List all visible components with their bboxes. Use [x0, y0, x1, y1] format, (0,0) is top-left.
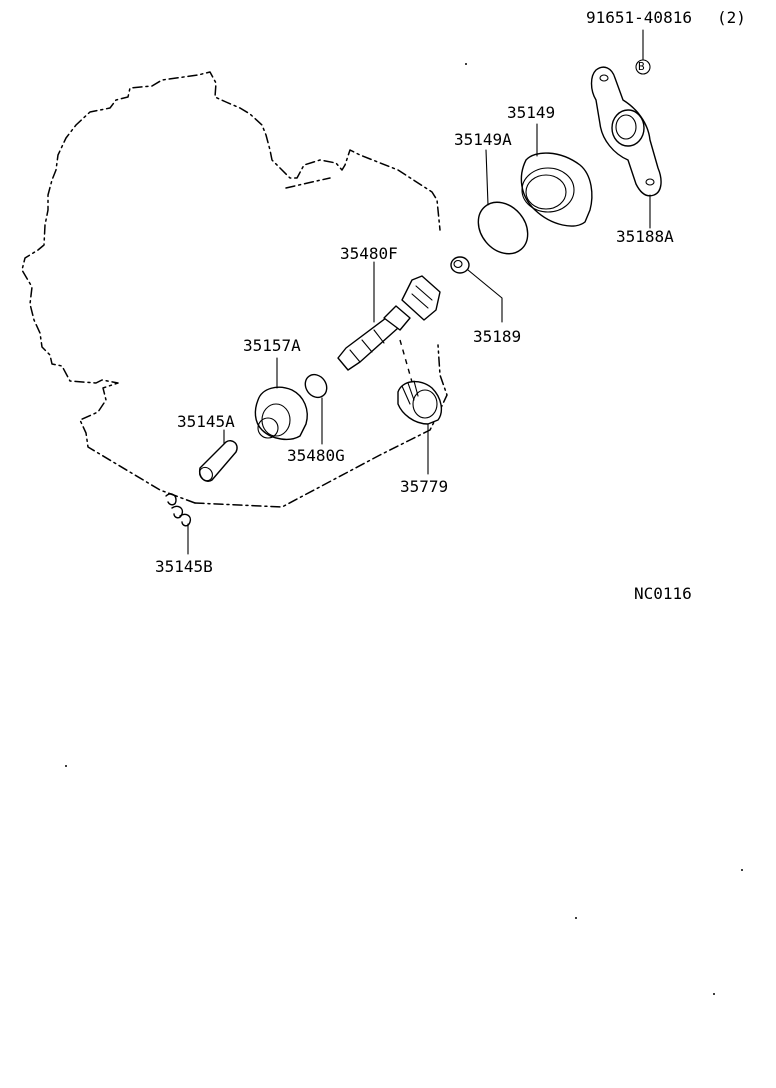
bolt-ref-letter: B — [638, 60, 645, 73]
plug-part — [450, 256, 470, 274]
housing-inner-line — [285, 177, 331, 189]
sleeve-b-part — [254, 386, 308, 441]
gear-part — [397, 380, 443, 425]
o-ring-label: 35480G — [287, 446, 345, 465]
o-ring-sleeve-part — [477, 201, 529, 255]
sleeve-label: 35149 — [507, 103, 556, 122]
spring-part — [165, 493, 192, 527]
gear-label: 35779 — [400, 477, 449, 496]
speck — [575, 917, 577, 919]
retainer-plate-part — [590, 66, 662, 197]
o-ring-part — [304, 373, 328, 399]
speck — [713, 993, 715, 995]
sleeve-b-label: 35157A — [243, 336, 301, 355]
spring-label: 35145B — [155, 557, 213, 576]
driven-shaft-part — [337, 275, 441, 371]
speck — [741, 869, 743, 871]
plug-leader — [467, 269, 503, 323]
transmission-housing-outline — [21, 71, 441, 504]
pin-part — [198, 440, 238, 482]
speck — [465, 63, 467, 65]
speck — [65, 765, 67, 767]
plug-label: 35189 — [473, 327, 522, 346]
o-ring-sleeve-leader — [485, 149, 489, 206]
shaft-to-gear-guide — [399, 339, 413, 383]
bolt-label: 91651-40816 — [586, 8, 692, 27]
bolt-qty-label: (2) — [717, 8, 746, 27]
housing-lower-edge — [194, 344, 448, 508]
pin-label: 35145A — [177, 412, 235, 431]
retainer-plate-label: 35188A — [616, 227, 674, 246]
diagram-code-label: NC0116 — [634, 584, 692, 603]
driven-shaft-label: 35480F — [340, 244, 398, 263]
sleeve-part — [520, 152, 593, 227]
o-ring-sleeve-label: 35149A — [454, 130, 512, 149]
